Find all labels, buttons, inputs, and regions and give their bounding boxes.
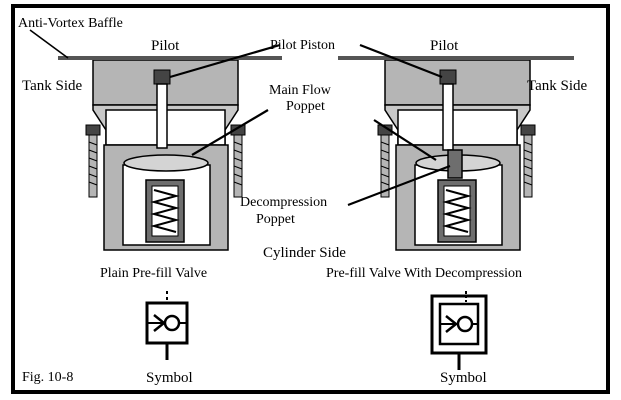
leader-decompression-poppet — [347, 164, 451, 207]
left-bolt-left — [85, 124, 101, 198]
leader-pilot-piston-left — [169, 43, 281, 79]
label-prefill-valve-decompression: Pre-fill Valve With Decompression — [326, 266, 523, 281]
label-decompression-poppet: Poppet — [256, 212, 295, 227]
left-valve-symbol — [145, 291, 189, 360]
leader-main-flow-poppet-right — [373, 119, 437, 161]
left-pilot-piston-rod — [156, 83, 168, 149]
label-pilot-left: Pilot — [151, 38, 180, 54]
label-anti-vortex-baffle: Anti-Vortex Baffle — [18, 16, 123, 31]
label-fig-number: Fig. 10-8 — [22, 370, 74, 385]
label-decompression: Decompression — [240, 195, 328, 210]
right-body-mid — [397, 109, 518, 146]
right-pilot-piston-head — [439, 69, 457, 85]
right-valve — [377, 59, 536, 251]
label-main-flow: Main Flow — [269, 83, 331, 98]
left-main-flow-poppet — [123, 154, 209, 172]
label-symbol-right: Symbol — [440, 370, 487, 386]
right-top-flange — [384, 59, 531, 106]
figure-frame — [11, 4, 610, 394]
right-bolt-right — [520, 124, 536, 198]
leader-anti-vortex-baffle — [29, 29, 69, 59]
label-pilot-piston: Pilot Piston — [270, 38, 335, 53]
label-tank-side-right: Tank Side — [527, 78, 588, 94]
right-bolt-left — [377, 124, 393, 198]
right-spring — [442, 189, 472, 233]
label-pilot-right: Pilot — [430, 38, 459, 54]
right-decompression-poppet — [447, 149, 463, 179]
label-symbol-left: Symbol — [146, 370, 193, 386]
leader-pilot-piston-right — [359, 43, 443, 79]
right-pilot-piston-rod — [442, 83, 454, 151]
left-pilot-piston-head — [153, 69, 171, 85]
right-valve-symbol — [430, 291, 488, 370]
left-bolt-right — [230, 124, 246, 198]
label-plain-prefill-valve: Plain Pre-fill Valve — [100, 266, 208, 281]
left-spring — [150, 189, 180, 233]
label-tank-side-left: Tank Side — [22, 78, 83, 94]
label-main-flow-poppet: Poppet — [286, 99, 325, 114]
label-cylinder-side: Cylinder Side — [263, 245, 346, 261]
leader-main-flow-poppet-left — [191, 109, 269, 156]
left-valve — [85, 59, 246, 251]
